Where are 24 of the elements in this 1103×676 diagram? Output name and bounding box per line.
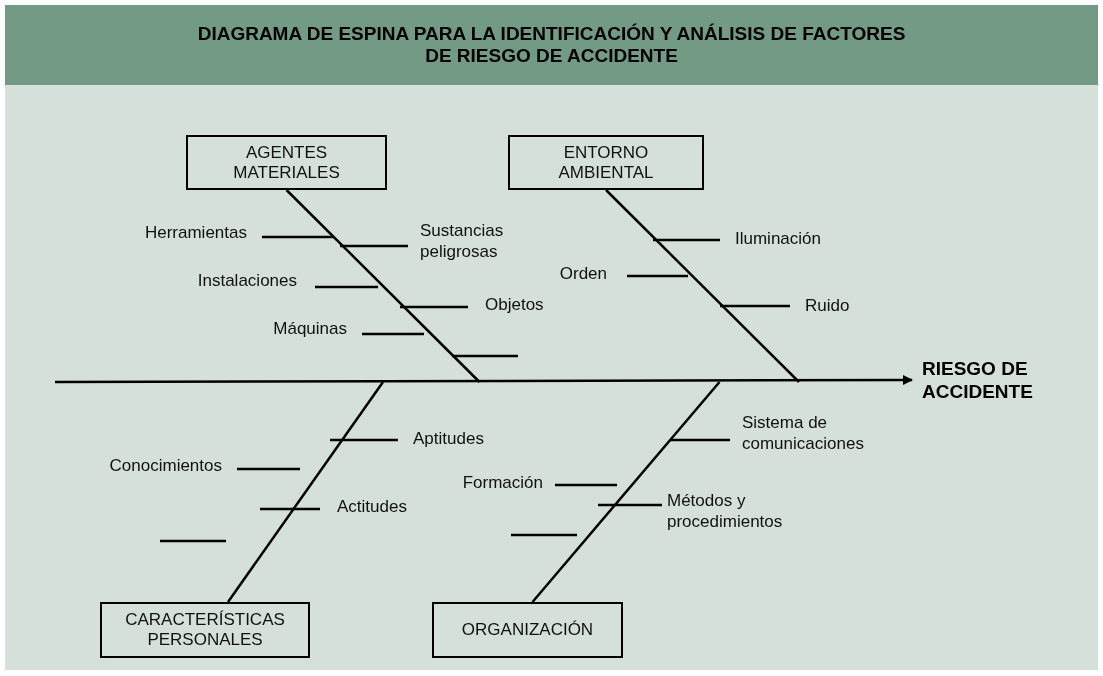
cause-label: Aptitudes [413, 428, 484, 449]
cause-label: Objetos [485, 294, 544, 315]
bone-line [285, 189, 481, 383]
cause-label: Métodos y procedimientos [667, 490, 784, 532]
cause-label: Sistema de comunicaciones [742, 412, 865, 454]
cause-label: Iluminación [735, 228, 821, 249]
category-box: CARACTERÍSTICAS PERSONALES [100, 602, 310, 658]
cause-label: Actitudes [337, 496, 407, 517]
cause-label: Orden [559, 263, 607, 284]
bone-line [531, 381, 721, 603]
cause-label: Ruido [805, 295, 850, 316]
effect-label: RIESGO DE ACCIDENTE [922, 357, 1072, 403]
category-box: ORGANIZACIÓN [432, 602, 623, 658]
cause-label: Formación [462, 472, 543, 493]
bone-line [226, 381, 385, 603]
category-box: ENTORNO AMBIENTAL [508, 135, 704, 190]
spine-arrow [55, 375, 913, 385]
category-box: AGENTES MATERIALES [186, 135, 387, 190]
cause-label: Sustancias peligrosas [420, 220, 505, 262]
cause-label: Instalaciones [197, 270, 297, 291]
cause-label: Máquinas [273, 318, 347, 339]
title-banner: DIAGRAMA DE ESPINA PARA LA IDENTIFICACIÓN Y ANÁLISIS DE FACTORES DE RIESGO DE ACCIDENTE [5, 5, 1098, 85]
cause-label: Conocimientos [109, 455, 222, 476]
cause-label: Herramientas [144, 222, 247, 243]
